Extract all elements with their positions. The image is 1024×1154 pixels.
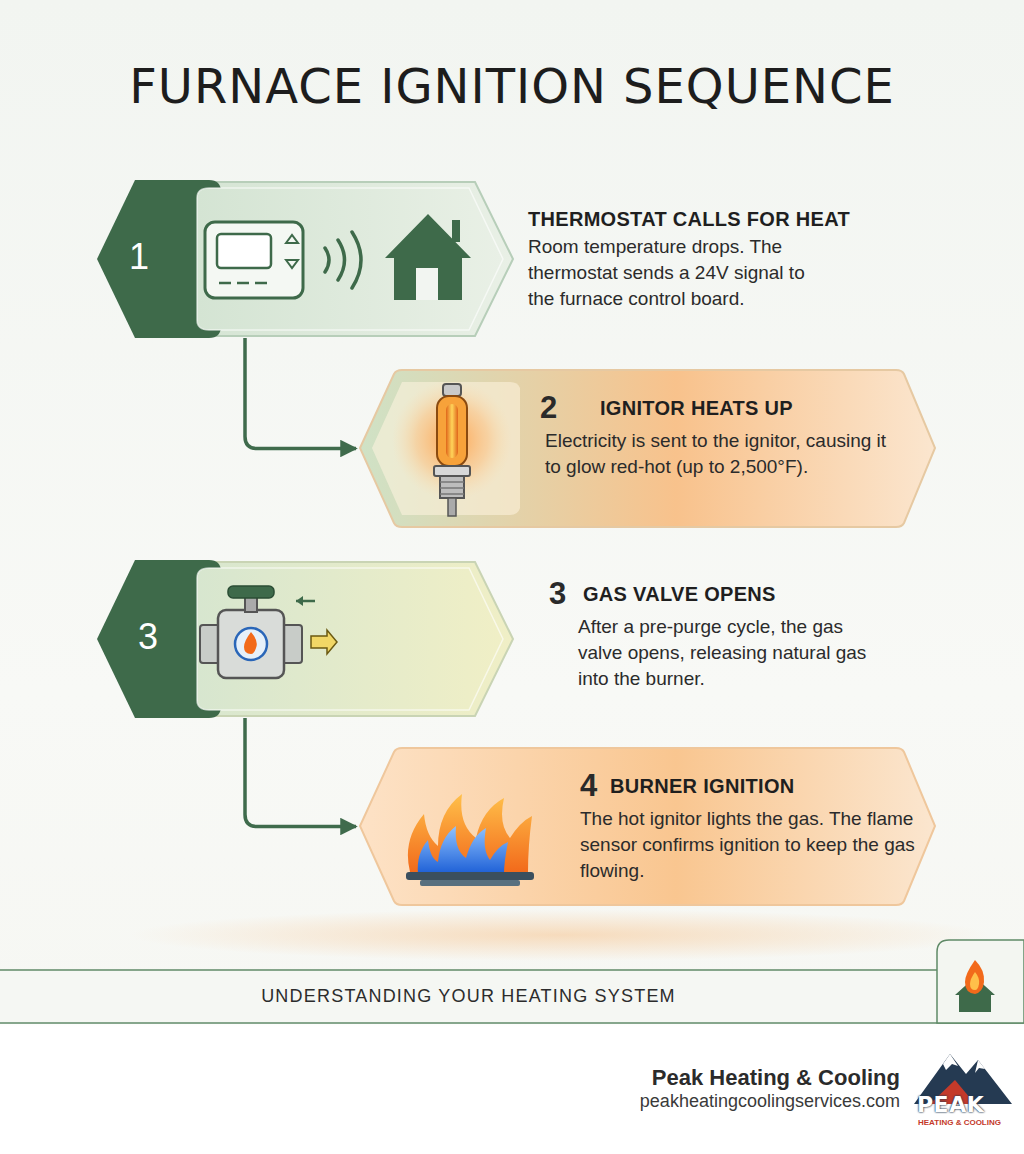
burner-flame-icon: [406, 794, 534, 886]
house-icon: [385, 214, 471, 300]
step-band: [360, 748, 935, 905]
step-heading: IGNITOR HEATS UP: [600, 397, 793, 420]
step-heading: GAS VALVE OPENS: [583, 583, 776, 606]
footer-rule: [0, 969, 937, 971]
footer-rule: [0, 1022, 1024, 1024]
step-panel-inner: [197, 568, 503, 710]
footer-band: UNDERSTANDING YOUR HEATING SYSTEM: [0, 971, 937, 1022]
step-description: Room temperature drops. The thermostat s…: [528, 234, 820, 312]
ignitor-icon: [392, 380, 512, 516]
diagram-title: FURNACE IGNITION SEQUENCE: [0, 58, 1024, 114]
step-panel-inner: [197, 188, 503, 330]
step-number: 4: [580, 768, 597, 804]
signal-waves: [325, 232, 361, 288]
logo-tagline: HEATING & COOLING: [918, 1118, 1001, 1127]
step-description: The hot ignitor lights the gas. The flam…: [580, 806, 920, 884]
step-description: After a pre-purge cycle, the gas valve o…: [578, 614, 868, 692]
step-number: 3: [128, 616, 168, 658]
step-description: Electricity is sent to the ignitor, caus…: [545, 428, 895, 480]
footer-tab: [937, 940, 1024, 1023]
step-number: 1: [119, 236, 159, 278]
step-panel: [182, 182, 513, 336]
step-number: 3: [549, 576, 566, 612]
flow-connector: [245, 338, 356, 449]
step-number: 2: [540, 390, 557, 426]
company-name: Peak Heating & Cooling: [652, 1065, 900, 1091]
thermostat-icon: [205, 222, 303, 298]
floor-glow: [130, 909, 990, 961]
step-band: [360, 370, 935, 527]
step-heading: THERMOSTAT CALLS FOR HEAT: [528, 208, 850, 231]
footer-caption: UNDERSTANDING YOUR HEATING SYSTEM: [0, 986, 937, 1007]
flow-connector: [245, 718, 356, 827]
website-url: peakheatingcoolingservices.com: [640, 1091, 900, 1112]
logo-wordmark: PEAK: [917, 1092, 984, 1117]
gas-valve-icon: [200, 586, 337, 678]
footer-band: [0, 971, 937, 1022]
step-heading: BURNER IGNITION: [610, 775, 795, 798]
step-panel: [182, 562, 513, 716]
